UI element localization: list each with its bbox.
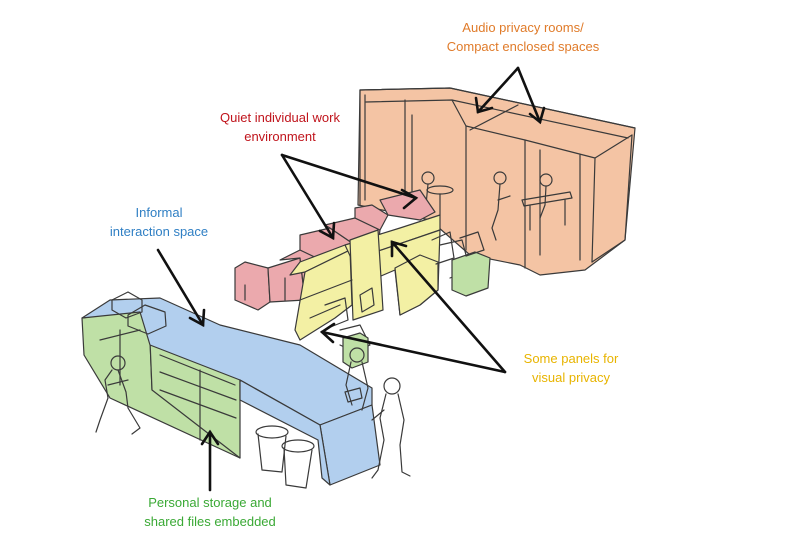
arrow-quiet-right [280, 153, 418, 200]
label-audio-privacy: Audio privacy rooms/ Compact enclosed sp… [446, 20, 600, 54]
label-privacy-panels: Some panels for visual privacy [523, 351, 619, 385]
informal-table [81, 291, 381, 486]
label-personal-storage: Personal storage and shared files embedd… [144, 495, 276, 529]
annotation-arrows [156, 66, 546, 492]
bar-stools [255, 425, 315, 489]
arrow-audio-left [476, 66, 520, 114]
label-informal-interaction: Informal interaction space [109, 205, 209, 239]
arrow-informal [156, 248, 205, 327]
arrow-panels-left [320, 330, 507, 374]
people [95, 347, 411, 479]
label-quiet-work: Quiet individual work environment [220, 110, 340, 144]
arrow-audio-right [516, 66, 542, 124]
arrow-quiet-left [280, 153, 335, 240]
privacy-panels [289, 214, 471, 353]
side-cabinets [342, 231, 491, 369]
arrow-panels-right [390, 240, 507, 374]
enclosed-pods [357, 87, 636, 276]
